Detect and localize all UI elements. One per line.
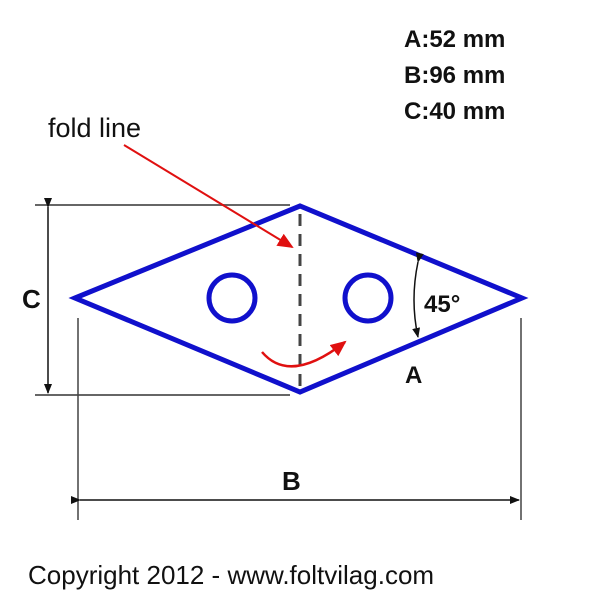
measurement-a: A:52 mm [404, 26, 505, 53]
rhombus-outline [68, 203, 529, 395]
hole-left [206, 272, 258, 324]
dimension-b [71, 318, 522, 520]
copyright: Copyright 2012 - www.foltvilag.com [28, 560, 434, 590]
dimension-c [35, 198, 290, 396]
label-a: A [405, 362, 422, 389]
label-b: B [282, 466, 301, 496]
angle-label: 45° [424, 291, 460, 318]
label-c: C [22, 284, 41, 314]
angle-arc [412, 252, 424, 338]
fold-line-label: fold line [48, 113, 141, 143]
hole-right [342, 272, 394, 324]
fold-direction-arrow [261, 340, 347, 368]
measurement-c: C:40 mm [404, 98, 505, 125]
fold-line-arrow [123, 144, 294, 249]
measurements: A:52 mm B:96 mm C:40 mm [404, 26, 505, 125]
measurement-b: B:96 mm [404, 62, 505, 89]
